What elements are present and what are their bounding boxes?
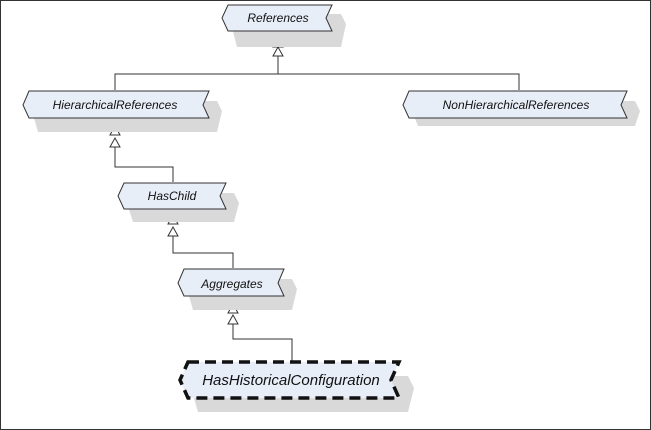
node-label-hierarchical-references: HierarchicalReferences	[53, 98, 178, 112]
node-label-references: References	[247, 11, 308, 25]
node-label-aggregates: Aggregates	[200, 277, 262, 291]
node-label-nonhierarchical-references: NonHierarchicalReferences	[443, 98, 590, 112]
connectors	[114, 52, 520, 362]
node-shape	[22, 90, 210, 119]
node-hashistorical-configuration: HasHistoricalConfiguration	[178, 360, 414, 412]
node-label-haschild: HasChild	[148, 189, 197, 203]
connector-hashistorical	[232, 318, 293, 362]
node-aggregates: Aggregates	[177, 268, 297, 310]
node-shape	[402, 90, 628, 119]
node-shape	[177, 268, 285, 297]
node-shape	[178, 360, 402, 400]
node-shape	[221, 4, 333, 32]
connector-haschild	[114, 138, 174, 182]
node-shape	[117, 182, 227, 210]
arrow-head-icon	[109, 136, 121, 148]
arrow-head-icon	[227, 313, 239, 325]
node-references: References	[221, 4, 346, 47]
node-label-hashistorical-configuration: HasHistoricalConfiguration	[202, 372, 380, 389]
node-hierarchical-references: HierarchicalReferences	[22, 90, 222, 132]
arrow-head-icon	[272, 45, 284, 57]
arrow-head-icon	[167, 225, 179, 237]
connector-aggregates	[172, 228, 234, 268]
node-nonhierarchical-references: NonHierarchicalReferences	[402, 90, 640, 126]
node-haschild: HasChild	[117, 182, 239, 222]
connector-references-children	[114, 73, 520, 90]
